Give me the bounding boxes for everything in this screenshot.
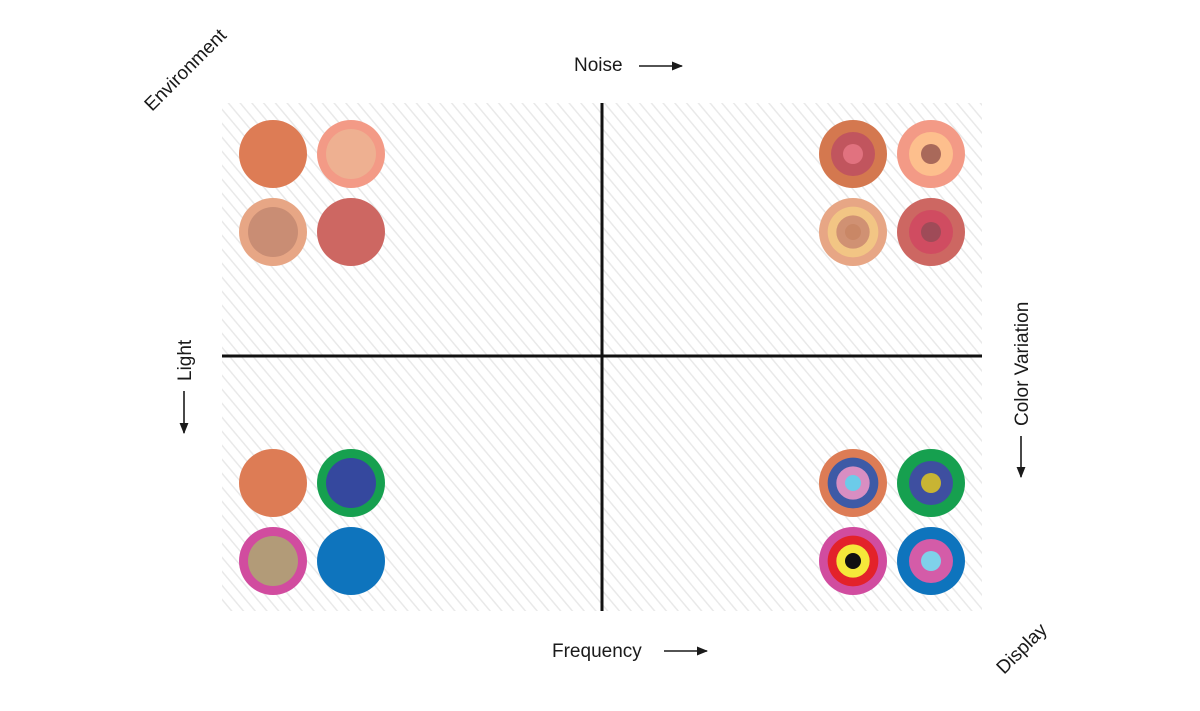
top-right-circle-4 [897,198,965,266]
ring-1 [239,120,307,188]
bottom-right-circle-2 [897,449,965,517]
top-right-circle-1 [819,120,887,188]
ring-1 [239,449,307,517]
bottom-right-circle-3 [819,527,887,595]
ring-2 [326,458,376,508]
ring-3 [843,144,863,164]
ring-3 [921,473,941,493]
bottom-left-circle-3 [239,527,307,595]
noise-label: Noise [574,55,623,76]
bottom-left-circle-1 [239,449,307,517]
display-label: Display [993,619,1052,678]
ring-1 [317,198,385,266]
light-label: Light [175,339,196,381]
ring-3 [921,144,941,164]
ring-3 [921,222,941,242]
top-right-circle-2 [897,120,965,188]
ring-2 [326,129,376,179]
ring-4 [845,475,861,491]
top-left-circle-3 [239,198,307,266]
top-left-circle-2 [317,120,385,188]
bottom-left-circle-2 [317,449,385,517]
environment-label: Environment [141,25,232,116]
bottom-right-circle-4 [897,527,965,595]
ring-2 [248,207,298,257]
circle-groups [239,120,965,595]
top-right-circle-3 [819,198,887,266]
bottom-right-circle-1 [819,449,887,517]
top-left-circle-4 [317,198,385,266]
color-variation-label: Color Variation [1012,302,1033,426]
ring-3 [921,551,941,571]
ring-4 [845,224,861,240]
frequency-label: Frequency [552,641,642,662]
ring-2 [248,536,298,586]
top-left-circle-1 [239,120,307,188]
ring-1 [317,527,385,595]
ring-4 [845,553,861,569]
bottom-left-circle-4 [317,527,385,595]
